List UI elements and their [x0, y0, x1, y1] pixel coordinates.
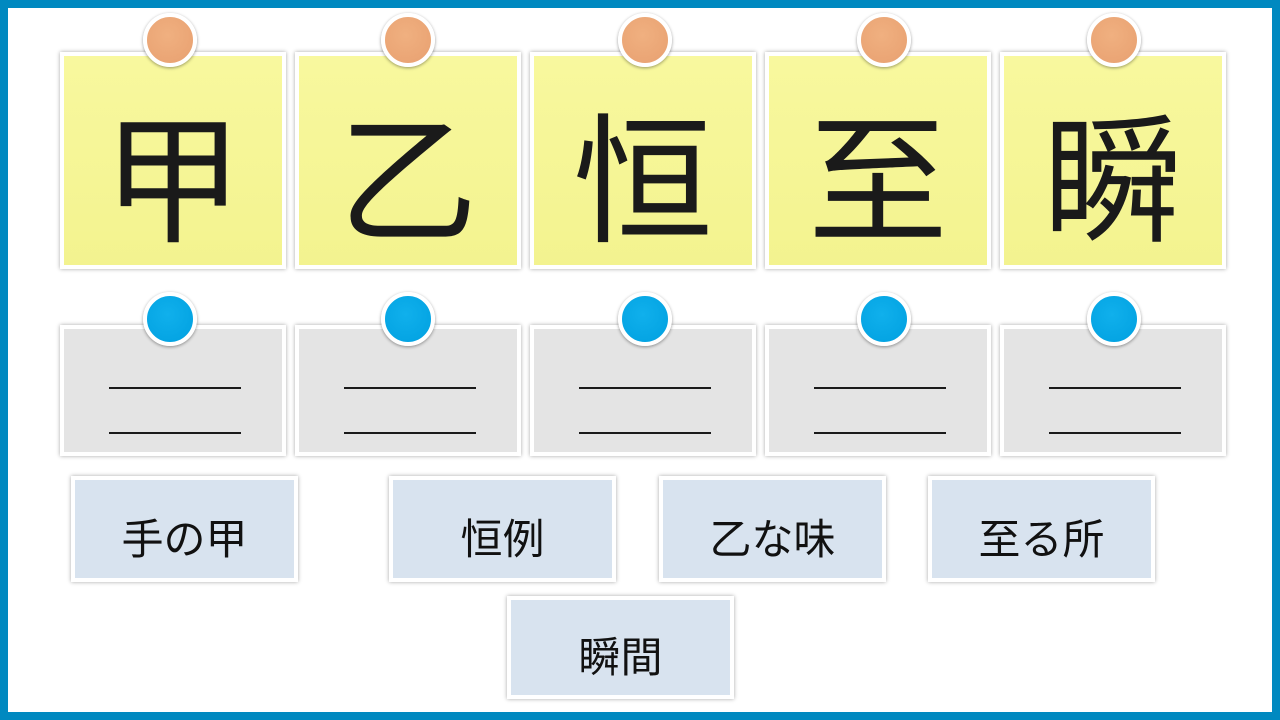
blank-line: [1049, 387, 1181, 389]
word-option[interactable]: 瞬間: [507, 596, 734, 699]
answer-slot[interactable]: [295, 325, 521, 456]
blank-line: [109, 387, 241, 389]
pin-icon: [1087, 292, 1141, 346]
blank-line: [579, 432, 711, 434]
blank-line: [814, 432, 946, 434]
pin-icon: [618, 13, 672, 67]
answer-slot[interactable]: [530, 325, 756, 456]
blank-line: [1049, 432, 1181, 434]
blank-line: [579, 387, 711, 389]
word-option[interactable]: 乙な味: [659, 476, 886, 582]
pin-icon: [857, 13, 911, 67]
pin-icon: [381, 13, 435, 67]
answer-slot[interactable]: [765, 325, 991, 456]
blank-line: [814, 387, 946, 389]
word-option[interactable]: 至る所: [928, 476, 1155, 582]
pin-icon: [143, 292, 197, 346]
pin-icon: [1087, 13, 1141, 67]
kanji-card: 瞬: [1000, 52, 1226, 269]
blank-line: [344, 432, 476, 434]
pin-icon: [143, 13, 197, 67]
blank-line: [344, 387, 476, 389]
kanji-card: 恒: [530, 52, 756, 269]
word-option[interactable]: 恒例: [389, 476, 616, 582]
kanji-card: 至: [765, 52, 991, 269]
kanji-card: 乙: [295, 52, 521, 269]
blank-line: [109, 432, 241, 434]
pin-icon: [857, 292, 911, 346]
pin-icon: [618, 292, 672, 346]
kanji-card: 甲: [60, 52, 286, 269]
pin-icon: [381, 292, 435, 346]
word-option[interactable]: 手の甲: [71, 476, 298, 582]
